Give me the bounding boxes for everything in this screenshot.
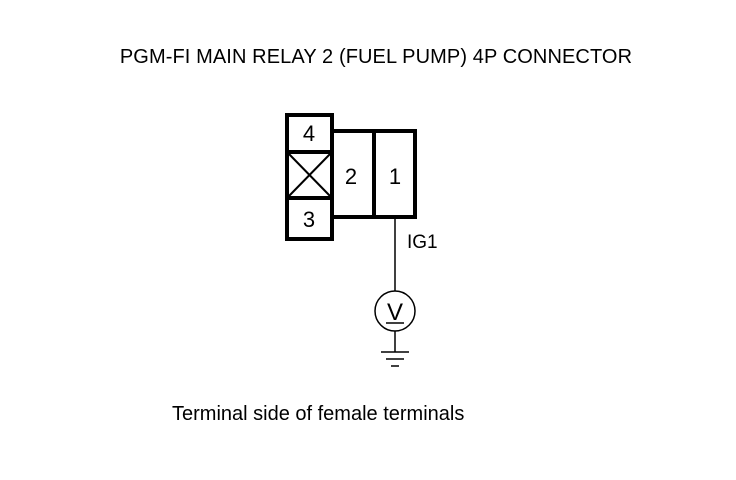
voltmeter-icon: V [374,290,416,332]
diagram-caption: Terminal side of female terminals [172,403,465,425]
diagram-title: PGM-FI MAIN RELAY 2 (FUEL PUMP) 4P CONNE… [119,46,633,68]
connector-left-column [285,113,334,241]
ground-icon [381,351,409,367]
empty-cavity-x-icon [288,153,331,197]
wire-label-ig1: IG1 [407,232,438,253]
voltmeter-symbol: V [387,299,403,326]
terminal-3-label: 3 [303,207,315,232]
terminal-1-label: 1 [389,164,401,189]
terminal-2-label: 2 [345,164,357,189]
terminal-4-label: 4 [303,121,315,146]
connector-4p [285,113,417,241]
